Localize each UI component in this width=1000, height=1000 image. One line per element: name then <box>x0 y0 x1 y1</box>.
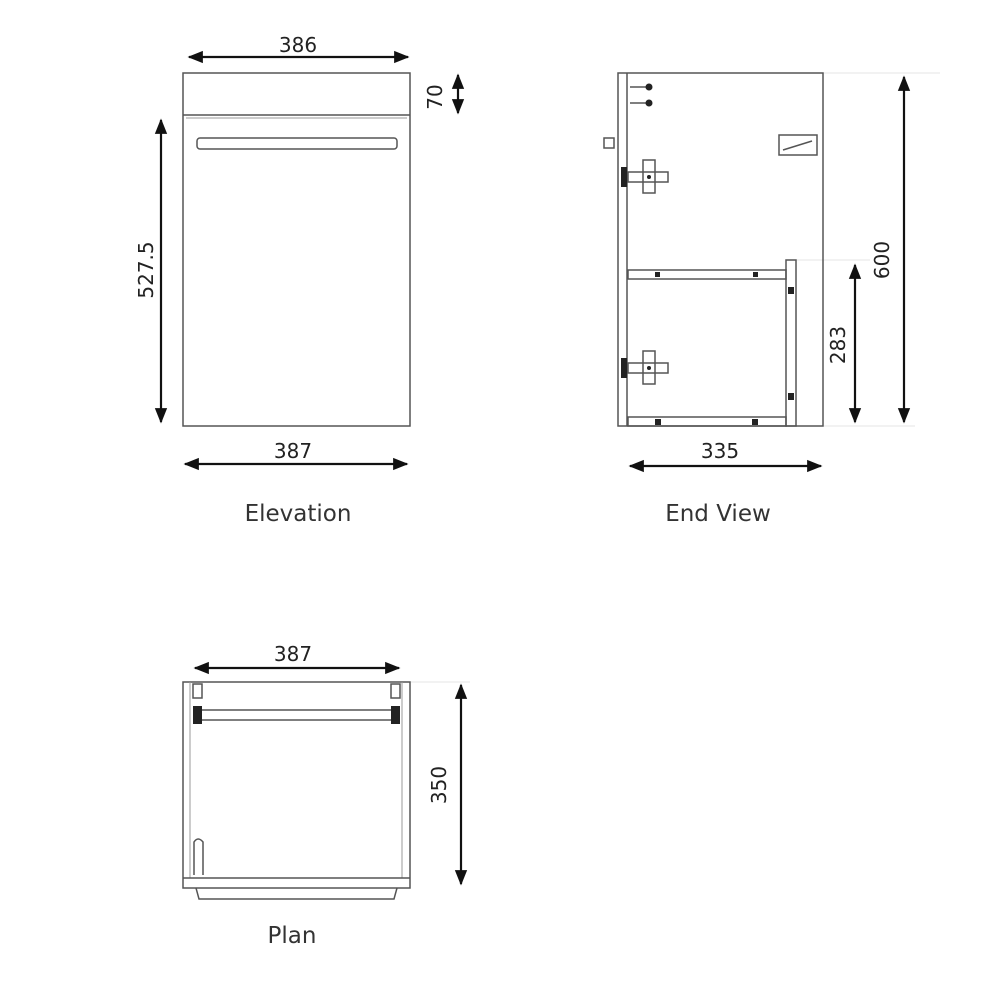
dim-drawer-height: 283 <box>826 326 850 364</box>
wall-fixings <box>603 83 818 156</box>
plan-outline <box>182 681 411 889</box>
door-handle <box>196 137 398 150</box>
plan-view: 387 350 Plan <box>182 642 470 949</box>
cabinet-outline <box>182 72 411 427</box>
dim-total-height: 600 <box>870 241 894 279</box>
elevation-view: 386 70 527.5 387 Elevation <box>134 33 465 527</box>
drawer-front <box>195 887 398 900</box>
dim-door-height: 527.5 <box>134 241 158 298</box>
end-view: 600 283 335 End View <box>603 72 940 527</box>
hinge-upper <box>621 159 669 194</box>
caption-plan: Plan <box>268 923 317 949</box>
dim-bottom-width: 387 <box>274 439 312 463</box>
drawer-box <box>627 259 797 427</box>
hinge-lower <box>621 350 669 385</box>
wall-bracket <box>778 134 818 156</box>
plan-rail <box>199 709 394 721</box>
caption-end-view: End View <box>665 501 771 527</box>
dim-top-width: 386 <box>279 33 317 57</box>
plan-fixings <box>192 683 401 724</box>
dim-plan-width: 387 <box>274 642 312 666</box>
dim-depth: 335 <box>701 439 739 463</box>
caption-elevation: Elevation <box>245 501 352 527</box>
waste-pipe <box>193 838 204 875</box>
dim-plan-depth: 350 <box>427 766 451 804</box>
dim-top-height: 70 <box>423 84 447 109</box>
